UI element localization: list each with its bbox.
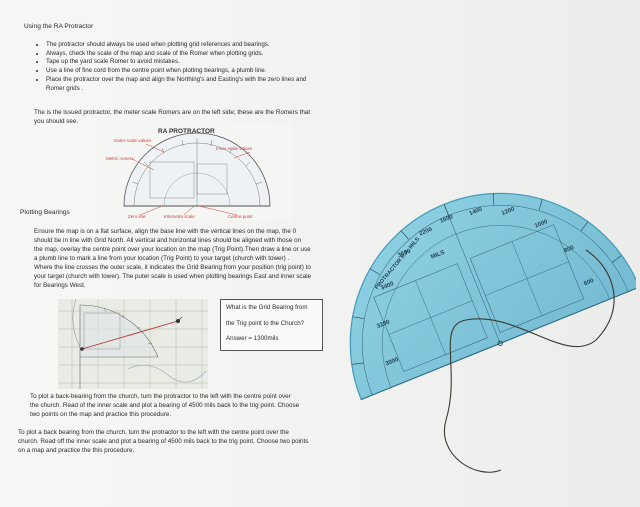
scale-label: 2200 — [419, 227, 434, 238]
plotting-paragraph: Ensure the map is on a flat surface, ali… — [34, 227, 334, 290]
page-title: Using the RA Protractor — [24, 23, 94, 30]
diagram-title: RA PROTRACTOR — [158, 128, 215, 135]
diagram-label: Kilometre scale — [164, 214, 195, 219]
back-bearing-paragraph-1: To plot a back-bearing from the church, … — [30, 392, 330, 419]
scale-label: 3600 — [397, 248, 412, 259]
diagram-label: Outer scale values — [114, 138, 152, 143]
text-line: a plumb line to mark a line from your lo… — [34, 255, 290, 262]
scale-label: 1600 — [439, 214, 454, 225]
back-bearing-paragraph-2: To plot a back bearing from the church, … — [18, 428, 328, 455]
text-line: should be in line with Grid North. All v… — [34, 237, 302, 244]
scale-label: 3200 — [376, 319, 391, 330]
intro-paragraph: The is the issued protractor, the meter … — [34, 108, 334, 126]
text-line: the church. Read of the inner scale and … — [30, 402, 300, 409]
scale-label: 3400 — [380, 281, 395, 292]
text-line: The is the issued protractor, the meter … — [34, 109, 311, 116]
bullet-item: Use a line of fine cord from the centre … — [46, 67, 336, 76]
bullet-item: The protractor should always be used whe… — [46, 41, 336, 50]
bullet-list: The protractor should always be used whe… — [34, 41, 336, 93]
text-line: the map, overlay the centre point over y… — [34, 246, 311, 253]
text-line: Where the line crosses the outer scale, … — [34, 264, 311, 271]
plotting-heading: Plotting Bearings — [20, 209, 70, 216]
bullet-item: Always, check the scale of the map and s… — [46, 50, 336, 59]
bullet-item: Place the protractor over the map and al… — [46, 76, 336, 85]
text-line: church. Read off the inner scale and plo… — [18, 438, 309, 445]
ra-protractor-diagram: RA PROTRACTOR Outer scale values Inner s… — [102, 124, 292, 220]
diagram-label: Zero line — [128, 214, 146, 219]
text-line: To plot a back-bearing from the church, … — [30, 393, 291, 400]
diagram-label: Centre point — [228, 214, 253, 219]
answer-text: Answer = 1300mils — [226, 335, 279, 342]
text-line: two points on the map and practice this … — [30, 411, 172, 418]
ra-protractor-photo: 3000 3200 3400 3600 2200 1600 1400 1200 … — [349, 192, 636, 473]
scale-label: 1000 — [534, 219, 549, 230]
diagram-label: Inner scale values — [216, 146, 253, 151]
text-line: you should see. — [34, 118, 79, 125]
bullet-item-continuation: Romer grids . — [46, 84, 84, 92]
scale-label: 600 — [583, 278, 595, 288]
text-line: your target (church with tower). The put… — [34, 273, 312, 280]
question-line: What is the Grid Bearing from — [226, 304, 308, 311]
text-line: To plot a back bearing from the church, … — [18, 429, 289, 436]
scale-label: 800 — [563, 245, 575, 255]
question-box: What is the Grid Bearing from the Trig p… — [220, 299, 323, 351]
protractor-label: MILS — [430, 250, 446, 261]
text-line: for Bearings West. — [34, 282, 86, 289]
scale-label: 1400 — [469, 206, 484, 217]
question-line: the Trig point to the Church? — [226, 320, 305, 327]
map-bearing-diagram — [58, 299, 208, 389]
text-line: Ensure the map is on a flat surface, ali… — [34, 228, 297, 235]
scale-label: 1200 — [501, 206, 516, 217]
bullet-item: Tape up the yard scale Romer to avoid mi… — [46, 58, 336, 67]
scale-label: 3000 — [385, 357, 400, 368]
diagram-label: Metric romers — [106, 156, 134, 161]
text-line: on a map and practice the this procedure… — [18, 447, 135, 454]
